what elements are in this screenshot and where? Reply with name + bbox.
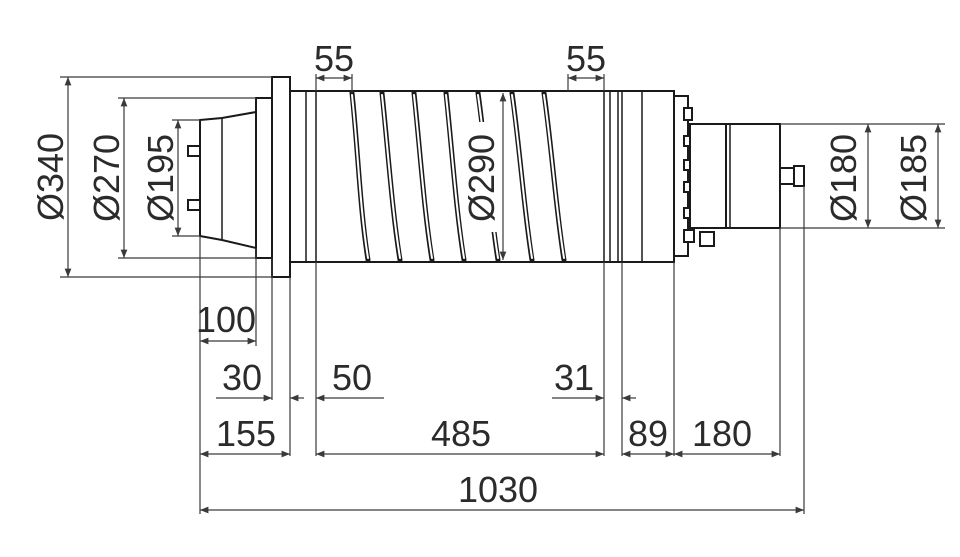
right-diameter-dims bbox=[780, 123, 945, 229]
dim-d185: Ø185 bbox=[893, 134, 934, 222]
nose-cone bbox=[199, 110, 257, 250]
top-dims bbox=[315, 74, 605, 93]
dim-len-31: 31 bbox=[554, 357, 594, 398]
dim-len-89: 89 bbox=[628, 413, 668, 454]
dim-len-485: 485 bbox=[431, 413, 491, 454]
dim-len-155: 155 bbox=[216, 413, 276, 454]
dim-len-1030: 1030 bbox=[458, 469, 538, 510]
flange bbox=[271, 76, 291, 278]
rear-fittings bbox=[673, 95, 715, 257]
rear-motor bbox=[725, 123, 781, 229]
nose-stud-top bbox=[187, 145, 201, 157]
dim-len-30: 30 bbox=[222, 357, 262, 398]
nose-stud-bottom bbox=[187, 199, 201, 211]
dim-len-180: 180 bbox=[692, 413, 752, 454]
dim-top-right-55: 55 bbox=[566, 38, 606, 79]
dim-d340: Ø340 bbox=[30, 133, 71, 221]
dim-d290: Ø290 bbox=[461, 134, 502, 222]
step-ring bbox=[255, 97, 273, 259]
left-diameter-dims bbox=[60, 76, 272, 278]
rotary-union-cap bbox=[793, 165, 805, 187]
rear-collar bbox=[689, 123, 727, 229]
dim-d180: Ø180 bbox=[823, 134, 864, 222]
extension-lines bbox=[199, 186, 805, 514]
bottom-dims bbox=[200, 337, 804, 514]
rotary-union bbox=[779, 167, 795, 185]
dim-d195: Ø195 bbox=[140, 134, 181, 222]
dim-d270: Ø270 bbox=[86, 134, 127, 222]
dim-len-100: 100 bbox=[196, 299, 256, 340]
dim-len-50: 50 bbox=[332, 357, 372, 398]
dim-top-left-55: 55 bbox=[314, 38, 354, 79]
spindle-body bbox=[187, 76, 805, 278]
